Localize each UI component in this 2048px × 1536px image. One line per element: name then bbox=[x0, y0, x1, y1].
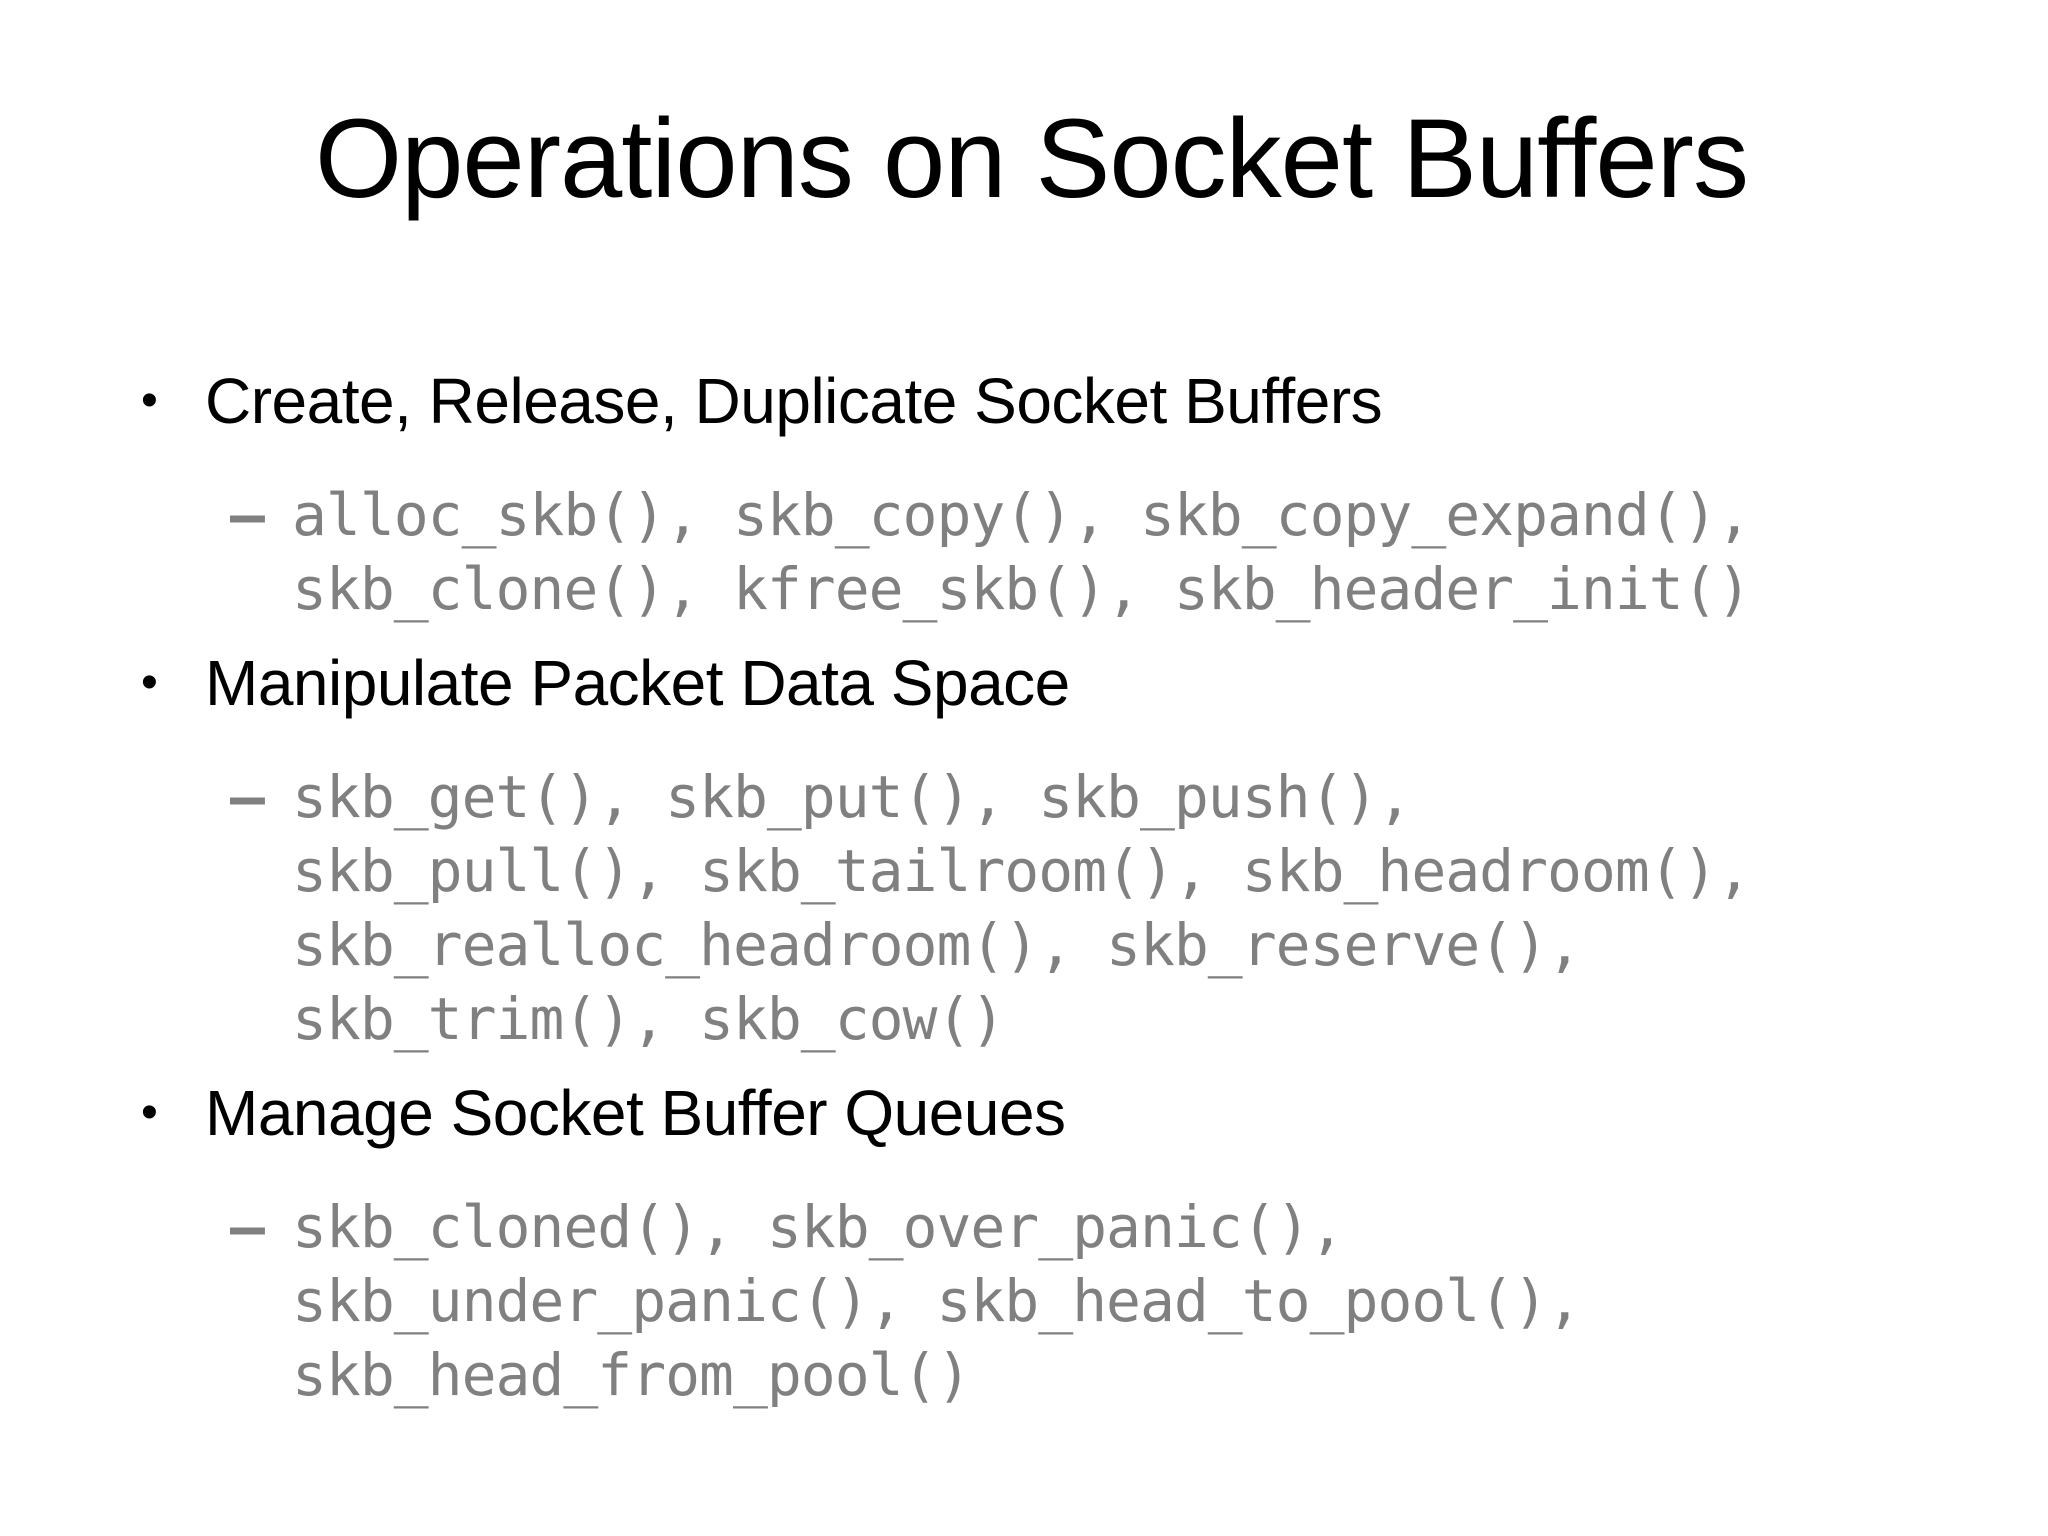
code-lines: alloc_skb(), skb_copy(), skb_copy_expand… bbox=[292, 478, 1988, 626]
bullet-section-create-release-duplicate: • Create, Release, Duplicate Socket Buff… bbox=[135, 364, 1988, 626]
code-line: skb_under_panic(), skb_head_to_pool(), bbox=[292, 1267, 1582, 1336]
code-lines: skb_get(), skb_put(), skb_push(), skb_pu… bbox=[292, 760, 1988, 1056]
code-line: skb_cloned(), skb_over_panic(), bbox=[292, 1193, 1345, 1262]
bullet-section-manipulate-packet-data: • Manipulate Packet Data Space – skb_get… bbox=[135, 646, 1988, 1056]
code-line: skb_trim(), skb_cow() bbox=[292, 985, 1005, 1054]
section-heading: Manage Socket Buffer Queues bbox=[205, 1077, 1066, 1150]
dash-icon: – bbox=[230, 763, 265, 832]
bullet-icon: • bbox=[141, 656, 158, 710]
bullet-icon: • bbox=[141, 1086, 158, 1140]
bullet-section-manage-queues: • Manage Socket Buffer Queues – skb_clon… bbox=[135, 1076, 1988, 1412]
code-line: alloc_skb(), skb_copy(), skb_copy_expand… bbox=[292, 481, 1752, 550]
code-line: skb_clone(), kfree_skb(), skb_header_ini… bbox=[292, 555, 1752, 624]
slide-body: • Create, Release, Duplicate Socket Buff… bbox=[135, 364, 1988, 1412]
code-sub-bullet: – skb_cloned(), skb_over_panic(), skb_un… bbox=[230, 1190, 1988, 1412]
dash-icon: – bbox=[230, 481, 265, 550]
code-line: skb_pull(), skb_tailroom(), skb_headroom… bbox=[292, 837, 1752, 906]
code-sub-bullet: – skb_get(), skb_put(), skb_push(), skb_… bbox=[230, 760, 1988, 1056]
code-lines: skb_cloned(), skb_over_panic(), skb_unde… bbox=[292, 1190, 1988, 1412]
dash-icon: – bbox=[230, 1193, 265, 1262]
bullet-heading-row: • Manipulate Packet Data Space bbox=[135, 646, 1988, 720]
slide-title: Operations on Socket Buffers bbox=[315, 96, 1749, 221]
section-heading: Create, Release, Duplicate Socket Buffer… bbox=[205, 365, 1383, 438]
section-heading: Manipulate Packet Data Space bbox=[205, 647, 1070, 720]
bullet-heading-row: • Manage Socket Buffer Queues bbox=[135, 1076, 1988, 1150]
code-line: skb_head_from_pool() bbox=[292, 1341, 971, 1410]
code-line: skb_realloc_headroom(), skb_reserve(), bbox=[292, 911, 1582, 980]
bullet-heading-row: • Create, Release, Duplicate Socket Buff… bbox=[135, 364, 1988, 438]
bullet-icon: • bbox=[141, 374, 158, 428]
code-line: skb_get(), skb_put(), skb_push(), bbox=[292, 763, 1412, 832]
code-sub-bullet: – alloc_skb(), skb_copy(), skb_copy_expa… bbox=[230, 478, 1988, 626]
